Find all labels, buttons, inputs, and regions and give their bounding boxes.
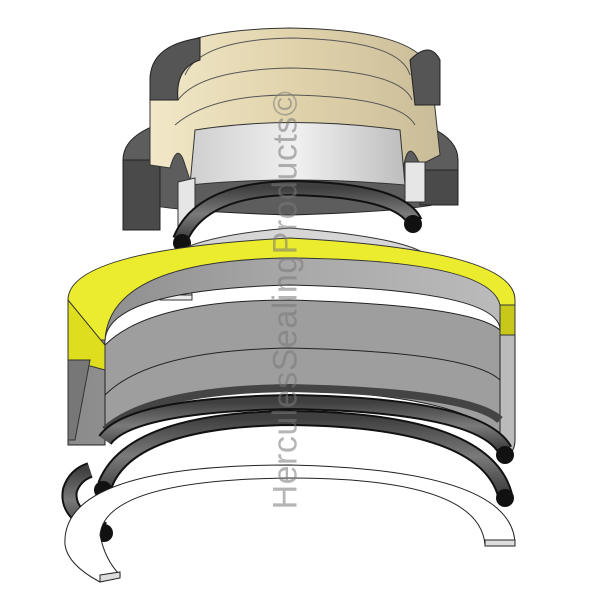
yellow-wear-ring (67, 237, 516, 371)
top-seal-upper-rim-right (409, 49, 441, 106)
housing-assembly (67, 237, 516, 461)
watermark-text: HerculesSealingProducts© (266, 90, 305, 510)
metal-ring-right-edge (404, 161, 426, 203)
bottom-oring-1 (98, 393, 514, 464)
housing-left-side (67, 359, 91, 441)
bottom-flat-ring (64, 464, 516, 583)
top-seal-upper-rim-left (149, 37, 201, 101)
top-seal-assembly (122, 27, 459, 252)
